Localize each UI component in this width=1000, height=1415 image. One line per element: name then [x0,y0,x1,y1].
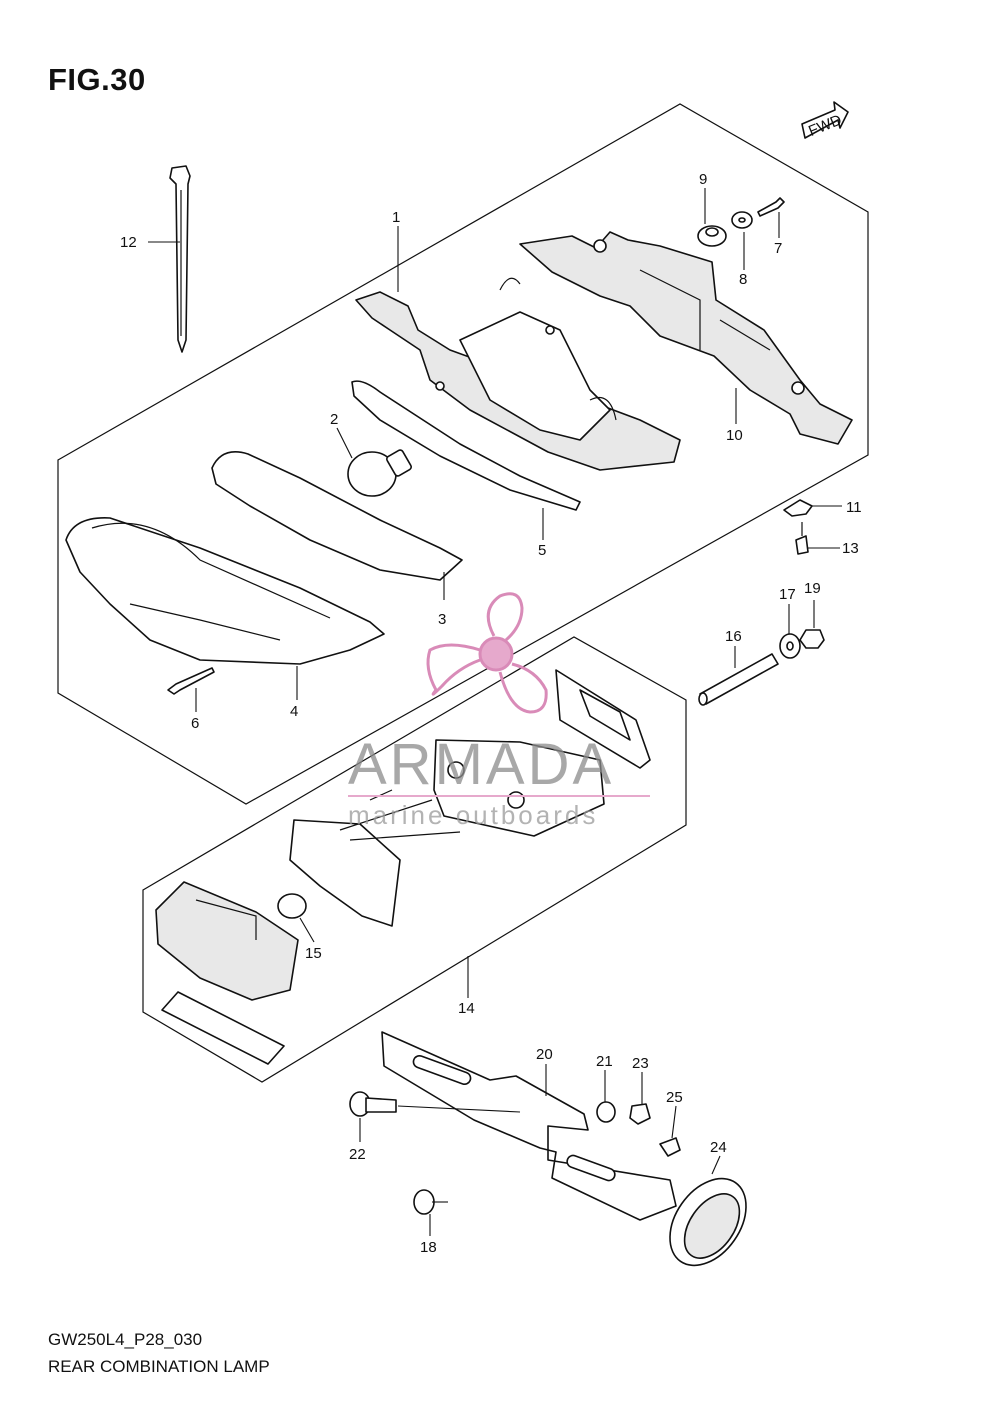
grommet-9-part [697,225,727,247]
screw-13-part [795,522,809,555]
watermark-tagline: marine outboards [348,800,598,830]
callout-8: 8 [739,271,747,288]
callout-12: 12 [120,234,137,251]
screw-6-part [167,667,215,695]
callout-21: 21 [596,1053,613,1070]
washer-17-part [779,633,801,659]
reflector-bracket-20-part [381,1031,677,1221]
lamp-housing-part [355,277,681,471]
washer-21-part [596,1101,616,1123]
license-lamp-lens-part [155,881,299,1001]
lens-plate-part [161,991,285,1065]
callout-6: 6 [191,715,199,732]
nut-19-part [799,629,825,649]
watermark: ARMADA marine outboards [348,592,650,830]
fwd-label: FWD [806,111,844,140]
assembly-name: REAR COMBINATION LAMP [48,1357,270,1376]
license-lamp-body-part [433,739,605,837]
callout-labels: 1 2 3 4 5 6 7 8 9 10 11 12 13 14 15 16 1… [120,171,862,1256]
callout-11: 11 [846,499,862,516]
lamp-bracket-part [519,231,853,445]
callout-9: 9 [699,171,707,188]
bulb-part [347,449,412,497]
callout-17: 17 [779,586,796,603]
fwd-arrow-badge: FWD [801,101,849,140]
lens-gasket-part [351,380,581,511]
callout-2: 2 [330,411,338,428]
callout-18: 18 [420,1239,437,1256]
callout-25: 25 [666,1089,683,1106]
socket-assembly-part [289,789,461,927]
screw-7-part [757,197,785,217]
assembly-frame-license-lamp [142,636,687,1083]
callout-5: 5 [538,542,546,559]
cable-tie-part [169,165,191,353]
taillamp-lens-part [65,517,385,665]
callout-19: 19 [804,580,821,597]
collar-16-part [698,653,779,706]
propeller-logo-icon [426,592,548,714]
bolt-22-part [349,1091,521,1117]
reflector-24-part [669,1177,747,1267]
reflector-part [211,451,463,581]
watermark-brand: ARMADA [348,732,614,797]
nut-23-part [629,1103,651,1125]
callout-7: 7 [774,240,782,257]
callout-10: 10 [726,427,743,444]
callout-3: 3 [438,611,446,628]
leader-lines [148,188,842,1236]
figure-title: FIG.30 [48,62,146,97]
callout-14: 14 [458,1000,475,1017]
nut-25-part [659,1137,681,1157]
callout-24: 24 [710,1139,727,1156]
callout-15: 15 [305,945,322,962]
model-code: GW250L4_P28_030 [48,1330,203,1349]
assembly-frame-lamp [57,103,869,805]
callout-4: 4 [290,703,298,720]
callout-20: 20 [536,1046,553,1063]
bulb-15-part [277,893,307,919]
license-lamp-cover-part [555,669,651,769]
callout-23: 23 [632,1055,649,1072]
washer-8-part [731,211,753,229]
callout-1: 1 [392,209,400,226]
callout-13: 13 [842,540,859,557]
bolt-18-part [413,1189,448,1215]
nut-clip-11-part [783,499,813,517]
callout-22: 22 [349,1146,366,1163]
callout-16: 16 [725,628,742,645]
